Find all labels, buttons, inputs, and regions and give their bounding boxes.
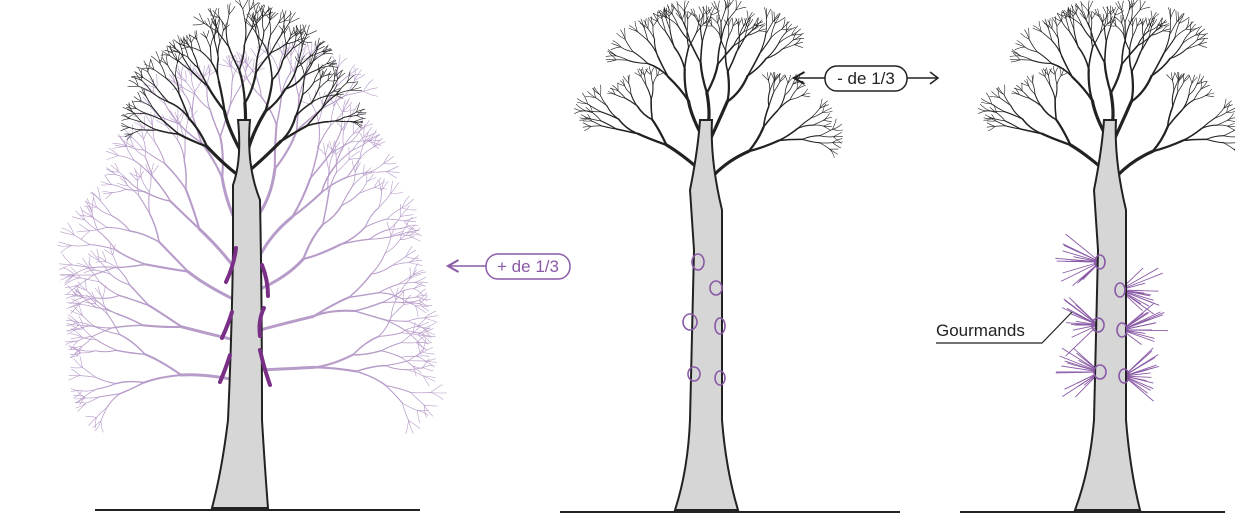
tree-panel-over-pruned xyxy=(57,0,447,511)
over-third-label: + de 1/3 xyxy=(497,257,559,276)
leader-line xyxy=(936,311,1073,344)
tree-panel-light-pruned xyxy=(560,0,900,513)
trunk xyxy=(1073,119,1142,511)
tree-panel-regrowth xyxy=(960,0,1235,513)
under-third-label: - de 1/3 xyxy=(837,69,895,88)
pruning-wounds xyxy=(1091,254,1130,384)
under-third-callout: - de 1/3 xyxy=(791,65,940,92)
label-pill xyxy=(485,253,571,280)
crown-branches xyxy=(574,0,844,177)
cut-marks xyxy=(218,246,272,387)
suckers-callout: Gourmands xyxy=(936,311,1073,344)
suckers-label: Gourmands xyxy=(936,321,1025,340)
removed-crown-branches xyxy=(57,41,447,434)
crown-branches xyxy=(978,0,1235,177)
arrow-right-head-icon xyxy=(929,71,940,85)
over-third-callout: + de 1/3 xyxy=(445,253,571,280)
pruning-wounds xyxy=(682,253,726,386)
trunk xyxy=(673,119,740,511)
trunk xyxy=(210,119,270,509)
